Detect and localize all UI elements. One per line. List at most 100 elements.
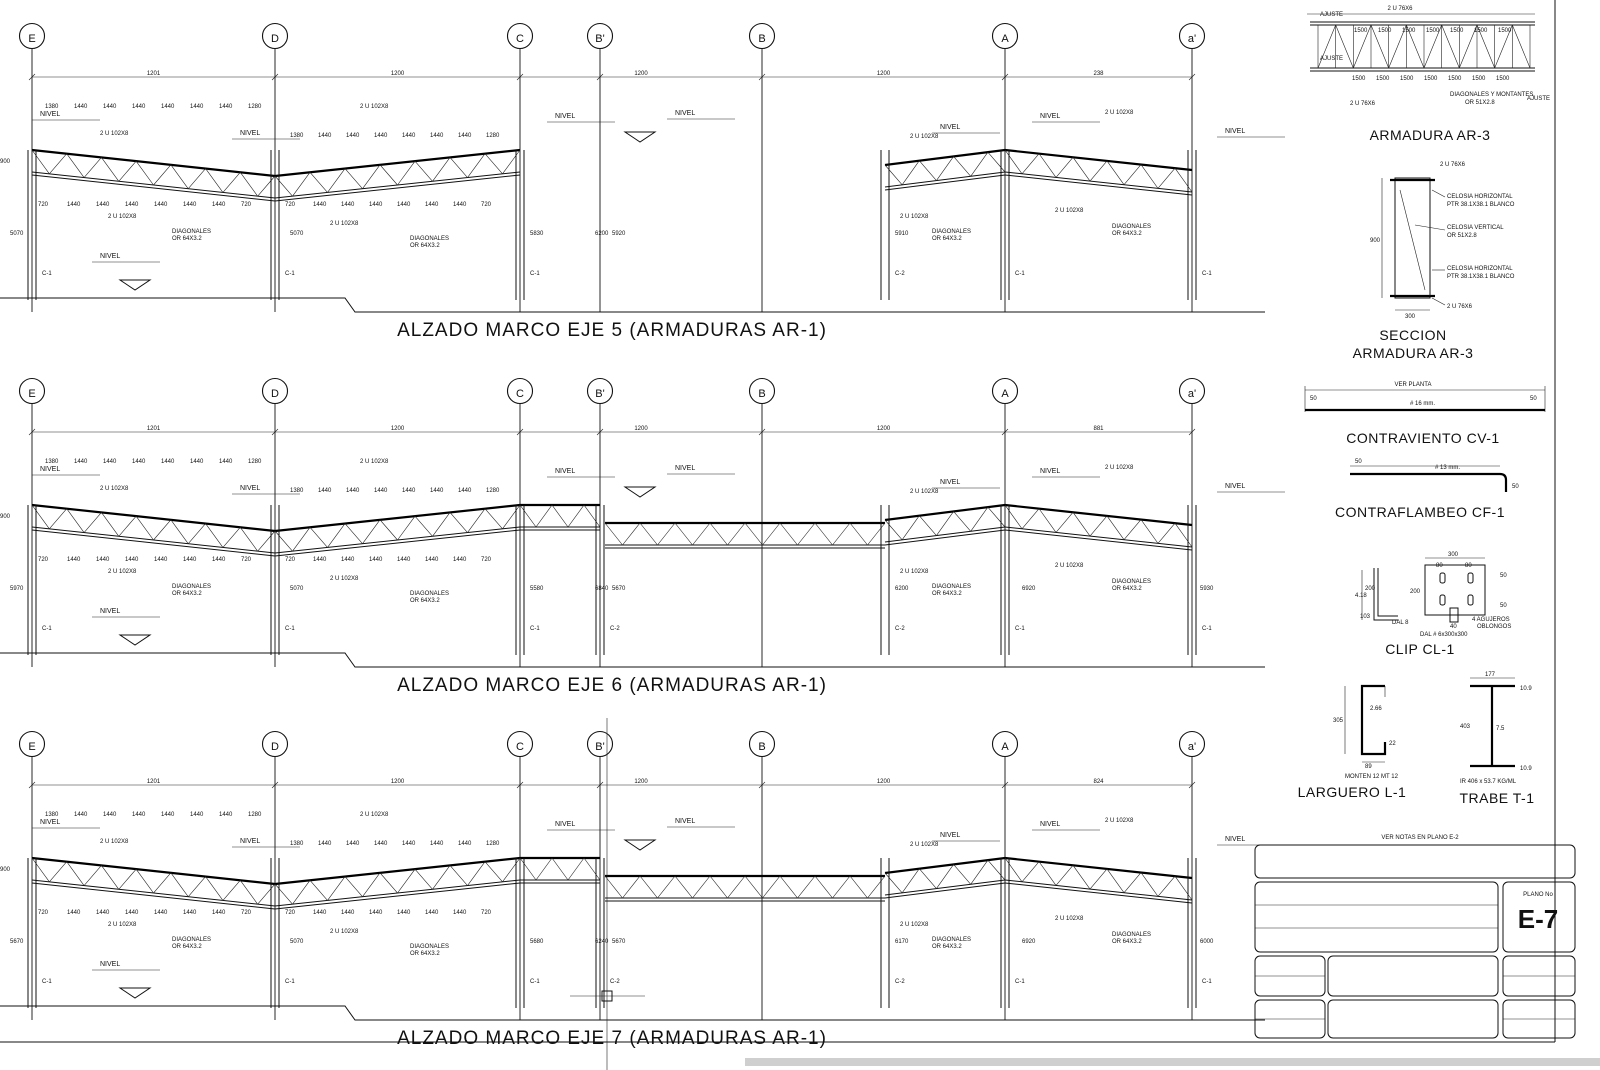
top-chord — [884, 856, 1006, 875]
detail-trabe-t1: 177 10.9 403 7.5 10.9 IR 406 x 53.7 KG/M… — [1459, 672, 1534, 806]
diagonal — [797, 875, 816, 899]
diagonal — [692, 875, 711, 899]
diagonal — [1004, 504, 1023, 529]
panel-dim-bottom: 1440 — [67, 910, 81, 916]
level-label: NIVEL — [40, 466, 60, 473]
l1-h: 305 — [1333, 718, 1344, 724]
bottom-chord — [1004, 171, 1193, 193]
diagonal — [849, 875, 868, 899]
axis-label: a' — [1188, 33, 1196, 45]
diagonal — [66, 508, 85, 533]
diagonal — [884, 872, 903, 894]
panel-dim-top-2: 1440 — [430, 133, 444, 139]
diagonal — [222, 172, 241, 193]
diagonal — [187, 523, 206, 544]
panel-dim-bottom-2: 1440 — [313, 910, 327, 916]
height-dimension: 6920 — [1022, 939, 1036, 945]
section-height: 900 — [1370, 238, 1381, 244]
height-dimension: 5070 — [290, 939, 304, 945]
diag-label: DIAGONALES — [172, 584, 211, 590]
diagonal — [1055, 157, 1074, 178]
ar3-diagonal — [1512, 24, 1531, 69]
diagonal — [1089, 868, 1108, 890]
t1-tw: 7.5 — [1496, 726, 1505, 732]
top-chord — [1004, 856, 1193, 880]
diagonal — [135, 868, 154, 894]
panel-dim-bottom: 1440 — [154, 910, 168, 916]
panel-dim-top: 1440 — [74, 459, 88, 465]
ar3-panel-dim-bot: 1500 — [1496, 76, 1510, 82]
panel-dim-bottom-2: 720 — [481, 557, 492, 563]
diagonal — [414, 515, 433, 537]
level-label: NIVEL — [240, 130, 260, 137]
plane-number: E-7 — [1518, 904, 1558, 934]
diagonal — [901, 868, 920, 894]
diagonal — [867, 522, 886, 546]
diagonal — [1123, 872, 1142, 893]
cv1-end-right: 50 — [1530, 396, 1537, 402]
panel-dim-top-2: 1440 — [458, 133, 472, 139]
panel-dim-bottom: 1440 — [212, 557, 226, 563]
diagonal — [467, 153, 486, 178]
section-note-3: CELOSIA HORIZONTAL — [1447, 266, 1513, 272]
diagonal — [936, 864, 954, 889]
axis-label: A — [1001, 741, 1009, 753]
height-dimension: 5910 — [895, 231, 909, 237]
panel-dim-top-2: 1440 — [374, 841, 388, 847]
diagonal — [31, 504, 50, 530]
diag-label: DIAGONALES — [172, 229, 211, 235]
diagonal — [1174, 168, 1193, 193]
truss — [1004, 148, 1193, 196]
axis-label: A — [1001, 33, 1009, 45]
diagonal — [1140, 519, 1159, 544]
cad-cursor[interactable] — [570, 718, 645, 1070]
section-bottom-label: 2 U 76X6 — [1447, 304, 1473, 310]
diagonal — [583, 857, 601, 881]
span-dimension: 824 — [1093, 779, 1104, 785]
panel-dim-bottom: 1440 — [67, 557, 81, 563]
cf1-title: CONTRAFLAMBEO CF-1 — [1335, 504, 1505, 520]
panel-dim-bottom-2: 1440 — [397, 910, 411, 916]
chord-label: 2 U 102X8 — [900, 922, 929, 928]
truss — [274, 148, 521, 202]
axis-bubble — [18, 22, 46, 50]
diagonal — [1038, 861, 1057, 886]
height-dimension: 5680 — [530, 939, 544, 945]
diagonal — [884, 519, 903, 541]
diagonal — [153, 872, 172, 894]
panel-dim-top: 1440 — [190, 104, 204, 110]
t1-spec: IR 406 x 53.7 KG/ML — [1460, 779, 1517, 785]
level-label: NIVEL — [1225, 128, 1245, 135]
scrollbar[interactable] — [745, 1058, 1600, 1066]
diag-spec: OR 64X3.2 — [172, 944, 202, 950]
panel-dim-top: 1440 — [74, 812, 88, 818]
level-triangle — [623, 486, 657, 498]
height-dimension: 5670 — [612, 586, 626, 592]
truss — [1004, 856, 1193, 904]
diagonal — [467, 861, 486, 886]
panel-dim-bottom-2: 1440 — [425, 557, 439, 563]
panel-dim-bottom: 720 — [38, 910, 49, 916]
diagonal — [274, 883, 293, 905]
diagonal — [397, 868, 416, 894]
diagonal — [604, 522, 623, 546]
panel-dim-bottom: 1440 — [183, 910, 197, 916]
level-triangle — [623, 131, 657, 143]
panel-dim-bottom: 720 — [241, 202, 252, 208]
diagonal — [987, 151, 1006, 173]
detail-contraviento-cv1: VER PLANTA 50 50 # 16 mm. CONTRAVIENTO C… — [1304, 382, 1546, 446]
panel-dim-bottom-2: 720 — [285, 202, 296, 208]
ar3-panel-dim-top: 1500 — [1450, 28, 1464, 34]
span-dimension: 1201 — [147, 779, 161, 785]
ar3-title: ARMADURA AR-3 — [1370, 127, 1491, 143]
diagonal — [66, 153, 85, 178]
bottom-chord — [884, 882, 1006, 899]
column-label: C-2 — [610, 979, 620, 985]
diagonal — [240, 527, 258, 552]
panel-dim-bottom-2: 1440 — [341, 557, 355, 563]
section-note-1b: PTR 38.1X38.1 BLANCO — [1447, 202, 1515, 208]
panel-dim-top: 1380 — [45, 104, 59, 110]
diagonal — [170, 519, 189, 544]
diagonal — [118, 160, 137, 182]
